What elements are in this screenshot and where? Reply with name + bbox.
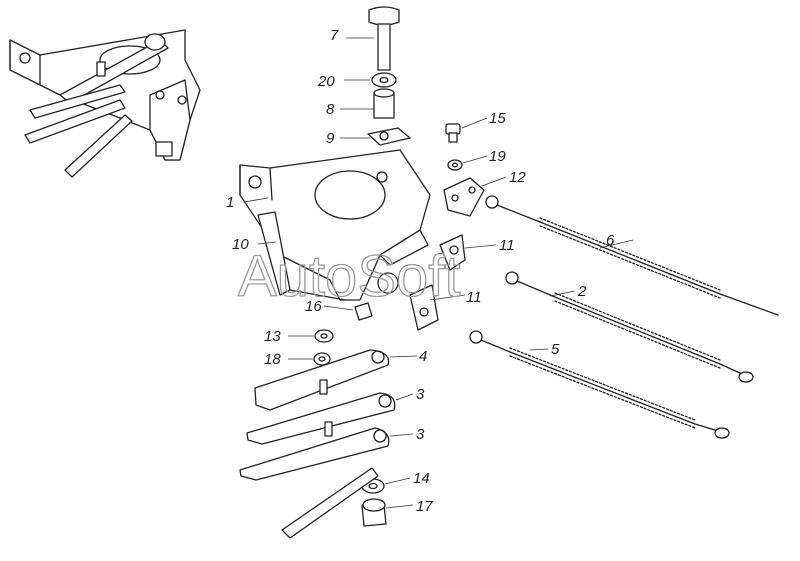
- levers: [239, 349, 396, 539]
- callout-numbers: 7 20 8 9 15 19 12 1 11 10 6 2 11 16 13 1…: [226, 27, 615, 515]
- small-parts: [443, 123, 485, 217]
- callout-11a: 11: [499, 237, 515, 254]
- springs: [469, 195, 779, 439]
- callout-3a: 3: [416, 386, 425, 403]
- callout-7: 7: [330, 27, 339, 44]
- callout-17: 17: [416, 498, 433, 515]
- callout-14: 14: [413, 470, 430, 487]
- leader-lines: [243, 37, 634, 509]
- clips: [257, 211, 466, 331]
- callout-8: 8: [326, 101, 335, 118]
- callout-3b: 3: [416, 426, 425, 443]
- callout-18: 18: [264, 351, 281, 368]
- callout-19: 19: [489, 148, 506, 165]
- stack-parts: [367, 6, 411, 146]
- callout-5: 5: [551, 341, 560, 358]
- callout-15: 15: [489, 110, 506, 127]
- callout-16: 16: [305, 298, 322, 315]
- callout-6: 6: [606, 232, 615, 249]
- washers: [313, 329, 387, 527]
- callout-20: 20: [317, 73, 335, 90]
- callout-9: 9: [326, 130, 335, 147]
- callout-11b: 11: [466, 289, 482, 306]
- watermark-text: AutoSoft: [238, 244, 460, 309]
- callout-1: 1: [226, 194, 234, 211]
- callout-13: 13: [264, 328, 281, 345]
- callout-12: 12: [509, 169, 526, 186]
- callout-2: 2: [577, 283, 587, 300]
- callout-4: 4: [419, 348, 427, 365]
- assembled-view: [9, 29, 201, 178]
- callout-10: 10: [232, 236, 249, 253]
